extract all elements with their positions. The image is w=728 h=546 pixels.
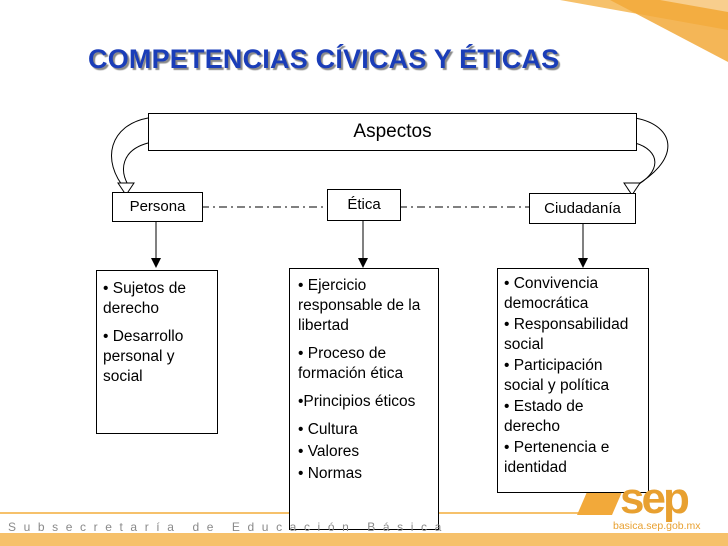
card-persona: • Sujetos de derecho • Desarrollo person… (96, 270, 218, 434)
list-item: • Estado de derecho (504, 398, 584, 435)
list-item: • Ejercicio responsable de la libertad (298, 277, 421, 334)
node-persona-label: Persona (129, 198, 186, 215)
list-item: • Participación social y política (504, 357, 610, 394)
orange-corner-shape-2 (610, 0, 728, 62)
aspects-label: Aspectos (353, 121, 432, 142)
footer-band (0, 533, 728, 546)
footer-url[interactable]: basica.sep.gob.mx (613, 520, 701, 532)
list-item: • Desarrollo personal y social (103, 328, 184, 385)
arrow-etica-head (358, 258, 368, 268)
arrow-persona-head (151, 258, 161, 268)
aspects-box: Aspectos (148, 113, 637, 151)
card-etica: • Ejercicio responsable de la libertad •… (289, 268, 439, 530)
left-curved-arrow-outer (111, 117, 149, 191)
list-item: • Convivencia democrática (504, 275, 599, 312)
list-item: • Sujetos de derecho (103, 280, 186, 317)
left-arrow-head (117, 182, 135, 196)
list-item: • Cultura (298, 421, 358, 438)
node-ciudadania-label: Ciudadanía (544, 200, 621, 217)
list-item: • Pertenencia e identidad (504, 439, 610, 476)
footer-org: Subsecretaría de Educación Básica (8, 520, 449, 534)
sep-logo: sep (620, 474, 690, 523)
node-etica: Ética (327, 189, 401, 221)
arrow-ciudadania-head (578, 258, 588, 268)
list-item: • Responsabilidad social (504, 316, 629, 353)
node-persona: Persona (112, 192, 203, 222)
list-item: • Proceso de formación ética (298, 345, 404, 382)
orange-corner-highlight (660, 0, 728, 12)
list-item: •Principios éticos (298, 393, 416, 410)
right-arrow-head (623, 182, 641, 196)
page-title: COMPETENCIAS CÍVICAS Y ÉTICAS (88, 44, 560, 74)
list-item: • Normas (298, 465, 362, 482)
node-etica-label: Ética (347, 196, 381, 213)
left-curved-arrow-inner (123, 142, 149, 189)
node-ciudadania: Ciudadanía (529, 193, 636, 224)
list-item: • Valores (298, 443, 360, 460)
card-ciudadania: • Convivencia democrática • Responsabili… (497, 268, 649, 493)
